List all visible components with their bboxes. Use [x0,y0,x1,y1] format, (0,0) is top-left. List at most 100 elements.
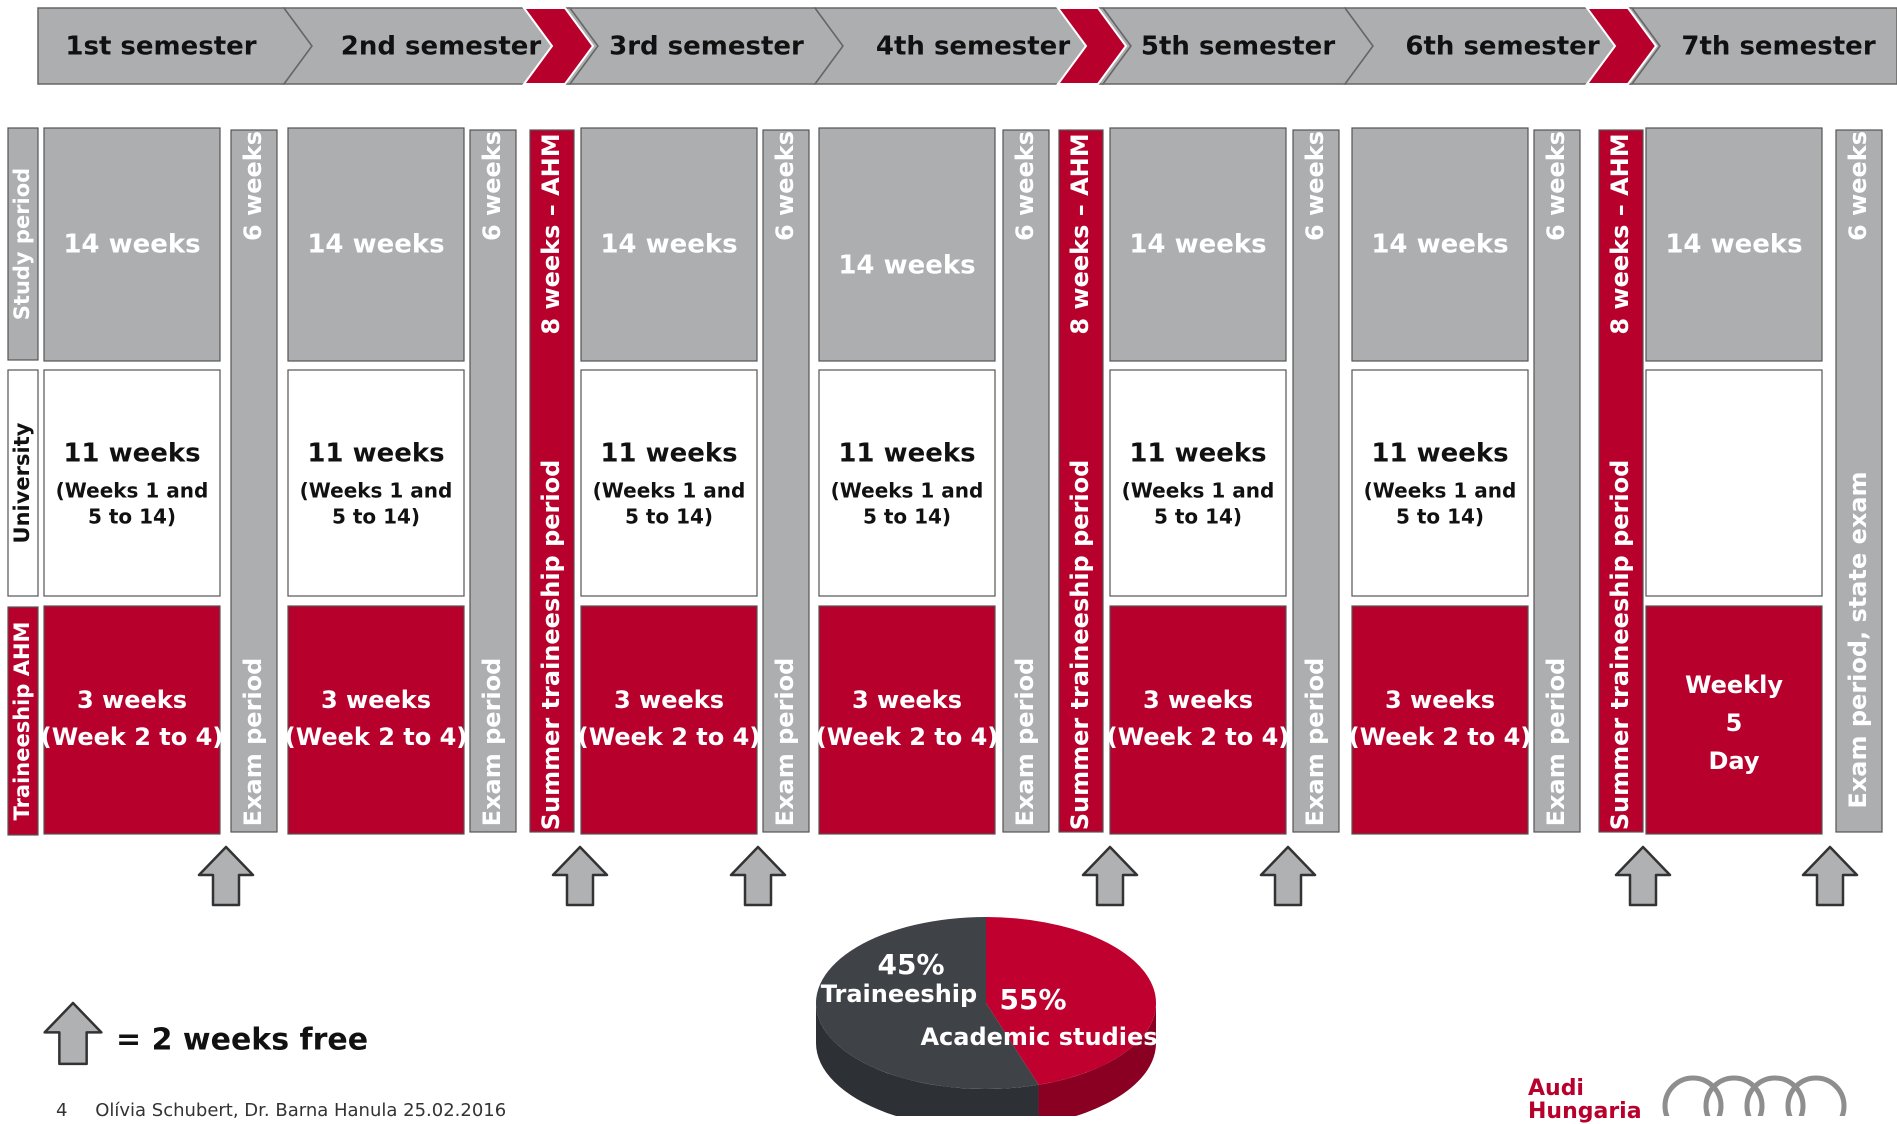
pie-slice [816,917,1039,1089]
exam-weeks: 6 weeks [1301,131,1329,241]
exam-weeks: 6 weeks [1542,131,1570,241]
summer-marker-chevron [1585,7,1658,85]
university-note-line-1: (Weeks 1 and [300,479,453,503]
study-period-value: 14 weeks [838,251,975,281]
legend-text: = 2 weeks free [116,1023,368,1058]
audi-rings-icon [1662,1075,1847,1116]
up-arrow-icon [1081,845,1139,907]
traineeship-note: (Week 2 to 4) [816,723,999,751]
exam-label: Exam period [478,658,506,827]
university-cell [580,369,758,597]
semester-label: 3rd semester [609,32,804,62]
exam-label: Exam period [1542,658,1570,827]
university-weeks: 11 weeks [307,439,444,469]
study-period-cell [818,127,996,362]
footer: 4 Olívia Schubert, Dr. Barna Hanula 25.0… [56,1100,528,1121]
row-label-study [7,127,39,361]
row-label-university-text: University [10,422,34,543]
semester-label: 1st semester [65,32,256,62]
row-label-university [7,369,39,597]
exam-label: Exam period [1011,658,1039,827]
exam-weeks: 6 weeks [1844,131,1872,241]
exam-period-bar [230,129,278,833]
university-note-line-1: (Weeks 1 and [1364,479,1517,503]
summer-label: Summer traineeship period [537,460,565,831]
exam-period-bar [1533,129,1581,833]
university-note-line-2: 5 to 14) [625,505,713,529]
summer-traineeship-bar [529,129,575,833]
pie-slice-side [816,1003,1039,1116]
exam-label: Exam period [239,658,267,827]
traineeship-weeks: 3 weeks [852,686,962,714]
traineeship-cell [818,605,996,835]
exam-weeks: 6 weeks [771,131,799,241]
university-note-line-1: (Weeks 1 and [56,479,209,503]
traineeship-7th-line-1: Weekly [1685,671,1783,699]
semester-label: 5th semester [1141,32,1335,62]
brand-line-2: Hungaria [1528,1099,1642,1124]
exam-weeks: 6 weeks [1011,131,1039,241]
up-arrow-icon [729,845,787,907]
study-period-value: 14 weeks [1371,230,1508,260]
audi-ring [1662,1075,1724,1116]
study-period-cell [580,127,758,362]
pie-value-label: 45% [877,948,944,981]
traineeship-weeks: 3 weeks [1385,686,1495,714]
university-note-line-2: 5 to 14) [332,505,420,529]
semester-label: 7th semester [1681,32,1875,62]
study-period-cell [43,127,221,362]
pie-category-label: Academic studies [920,1023,1157,1051]
audi-ring [1785,1075,1847,1116]
summer-traineeship-bar [1598,129,1644,833]
summer-marker-chevron [1056,7,1128,85]
semester-label: 2nd semester [341,32,542,62]
up-arrow-icon [1614,845,1672,907]
exam-weeks: 6 weeks [478,131,506,241]
pie-slice [986,916,1157,1085]
traineeship-cell [287,605,465,835]
row-label-study-text: Study period [10,168,34,320]
up-arrow-icon [1259,845,1317,907]
semester-label: 6th semester [1405,32,1599,62]
study-period-cell [1351,127,1529,362]
semester-chevron [1630,7,1897,85]
study-period-cell [1109,127,1287,362]
university-weeks: 11 weeks [838,439,975,469]
university-cell [43,369,221,597]
traineeship-7th-line-2: 5 [1726,709,1743,737]
traineeship-weeks: 3 weeks [77,686,187,714]
university-note-line-1: (Weeks 1 and [593,479,746,503]
up-arrow-icon [1801,845,1859,907]
traineeship-weeks: 3 weeks [614,686,724,714]
exam-weeks: 6 weeks [239,131,267,241]
brand-name: Audi Hungaria [1528,1077,1642,1123]
exam-label: Exam period [771,658,799,827]
university-cell [1351,369,1529,597]
university-cell [1109,369,1287,597]
summer-weeks: 8 weeks – AHM [1606,133,1634,334]
audi-ring [1703,1075,1765,1116]
study-period-value: 14 weeks [1665,230,1802,260]
traineeship-weeks: 3 weeks [321,686,431,714]
study-period-value: 14 weeks [600,230,737,260]
university-note-line-2: 5 to 14) [863,505,951,529]
up-arrow-icon [197,845,255,907]
study-period-cell [1645,127,1823,362]
study-period-value: 14 weeks [63,230,200,260]
study-period-value: 14 weeks [307,230,444,260]
university-cell [287,369,465,597]
study-period-cell [287,127,465,362]
summer-label: Summer traineeship period [1066,460,1094,831]
traineeship-note: (Week 2 to 4) [1107,723,1290,751]
traineeship-note: (Week 2 to 4) [285,723,468,751]
exam-period-bar [469,129,517,833]
university-weeks: 11 weeks [1371,439,1508,469]
semester-label: 4th semester [876,32,1070,62]
exam-final-label: Exam period, state exam [1844,471,1872,808]
university-weeks: 11 weeks [1129,439,1266,469]
university-note-line-2: 5 to 14) [88,505,176,529]
university-note-line-1: (Weeks 1 and [831,479,984,503]
university-note-line-2: 5 to 14) [1396,505,1484,529]
summer-weeks: 8 weeks – AHM [1066,133,1094,334]
